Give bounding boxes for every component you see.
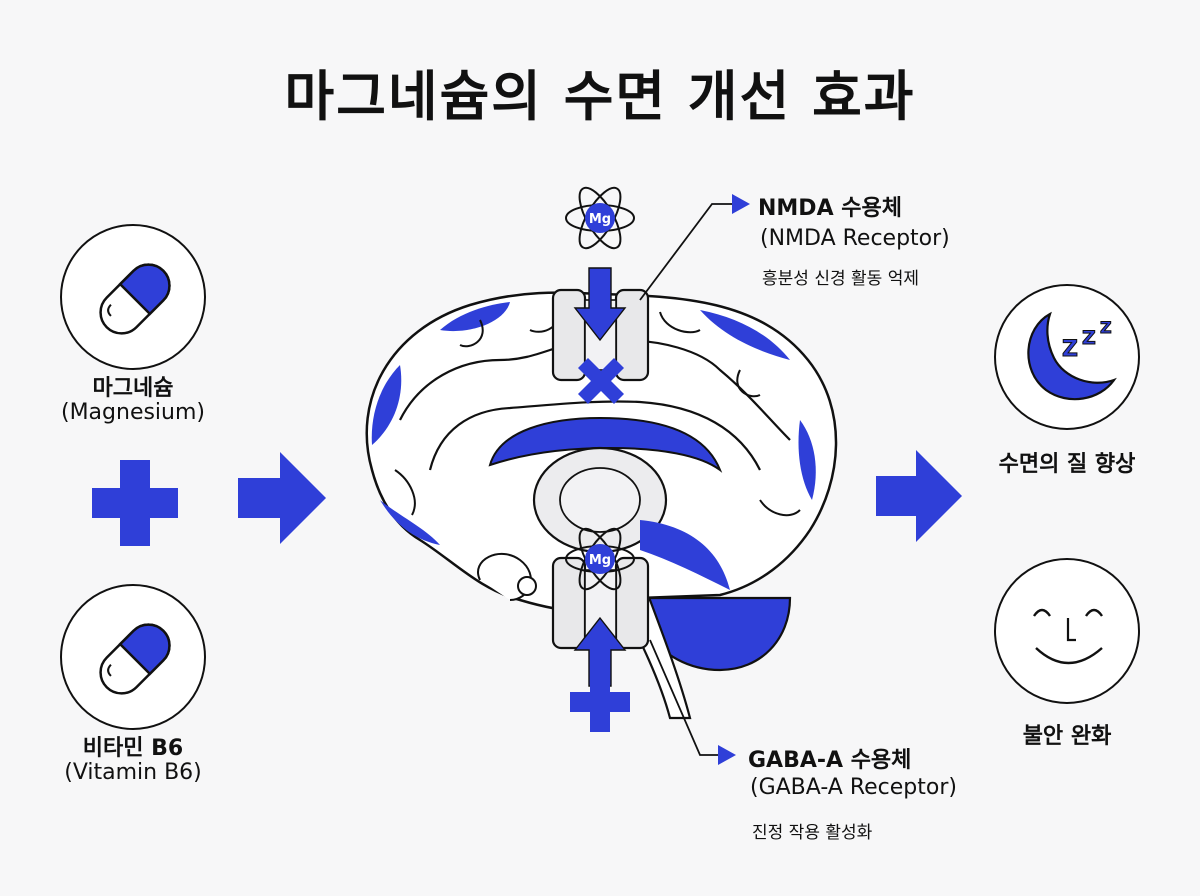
brain-illustration bbox=[365, 291, 838, 720]
z-letter: Z bbox=[1100, 318, 1112, 337]
magnesium-sub: (Magnesium) bbox=[60, 400, 206, 425]
vitamin-sub: (Vitamin B6) bbox=[64, 760, 202, 785]
gaba-desc: 진정 작용 활성화 bbox=[752, 823, 873, 843]
mg-atom-icon bbox=[565, 527, 635, 591]
nmda-sub: (NMDA Receptor) bbox=[760, 226, 950, 251]
vitamin-label: 비타민 B6 bbox=[82, 736, 184, 761]
z-letter: Z bbox=[1062, 337, 1078, 362]
sleep-circle: Z Z Z bbox=[994, 284, 1140, 430]
gaba-title: GABA-A 수용체 bbox=[748, 748, 912, 773]
z-letter: Z bbox=[1082, 327, 1096, 349]
block-x-icon bbox=[578, 358, 624, 404]
vitamin-circle bbox=[60, 584, 206, 730]
smiley-icon bbox=[1033, 608, 1103, 665]
capsule-icon bbox=[99, 623, 171, 695]
magnesium-circle bbox=[60, 224, 206, 370]
mg-label-bottom: Mg bbox=[589, 553, 611, 568]
nmda-receptor-channel bbox=[551, 267, 650, 404]
anxiety-circle bbox=[994, 558, 1140, 704]
page-title: 마그네슘의 수면 개선 효과 bbox=[284, 65, 916, 128]
mg-atom-icon bbox=[565, 186, 635, 250]
gaba-sub: (GABA-A Receptor) bbox=[750, 775, 957, 800]
capsule-icon bbox=[99, 263, 171, 335]
nmda-callout-line bbox=[639, 203, 736, 301]
nmda-desc: 흥분성 신경 활동 억제 bbox=[762, 269, 919, 289]
arrow-right-icon bbox=[876, 450, 962, 542]
arrow-head-icon bbox=[732, 194, 750, 214]
gaba-callout-line bbox=[649, 639, 722, 756]
sleep-label: 수면의 질 향상 bbox=[998, 452, 1136, 477]
arrow-right-icon bbox=[238, 452, 326, 544]
arrow-head-icon bbox=[718, 745, 736, 765]
gaba-receptor-channel bbox=[551, 556, 650, 732]
plus-icon bbox=[92, 460, 178, 546]
moon-zzz-icon: Z Z Z bbox=[1027, 311, 1117, 401]
plus-icon bbox=[570, 672, 630, 732]
mg-label-top: Mg bbox=[589, 212, 611, 227]
nmda-title: NMDA 수용체 bbox=[758, 196, 902, 221]
arrow-down-icon bbox=[573, 267, 627, 342]
anxiety-label: 불안 완화 bbox=[1022, 724, 1112, 749]
magnesium-label: 마그네슘 bbox=[92, 376, 174, 401]
